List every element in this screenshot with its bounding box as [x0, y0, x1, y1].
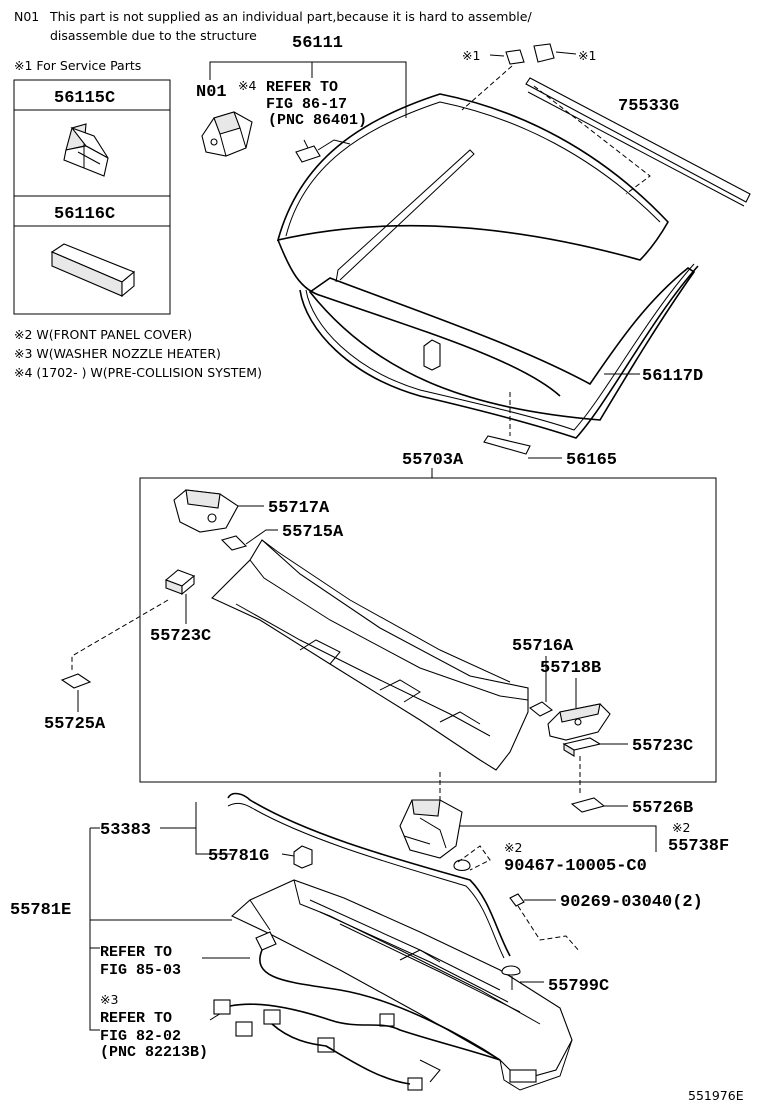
label-53383[interactable]: 53383 [100, 821, 151, 840]
ref-pnc-82213b: (PNC 82213B) [100, 1044, 208, 1061]
ref-label-3: REFER TO [100, 1010, 172, 1027]
windshield-outline-drawing [308, 149, 696, 421]
clip-55715a-drawing [220, 535, 248, 551]
clip-55799c-drawing [501, 965, 521, 976]
mark-note1-right: ※1 [578, 48, 596, 63]
bracket-n01-drawing [201, 111, 253, 157]
label-n01[interactable]: N01 [196, 83, 227, 102]
mark-note3: ※3 [100, 992, 118, 1007]
clip-55716a-drawing [528, 701, 554, 717]
label-55723c-right[interactable]: 55723C [632, 737, 693, 756]
pcs-sensor-drawing [295, 139, 351, 163]
wire-harness-drawing [209, 999, 501, 1091]
label-75533g[interactable]: 75533G [618, 97, 679, 116]
mark-note1-left: ※1 [462, 48, 480, 63]
pad-56116c-drawing [50, 243, 136, 298]
windshield-glass-drawing [276, 93, 669, 397]
bracket-55717a-drawing [173, 489, 239, 533]
service-parts-box: 56115C 56116C [13, 79, 171, 315]
label-55718b[interactable]: 55718B [540, 659, 601, 678]
label-55723c-left[interactable]: 55723C [150, 627, 211, 646]
ref-fig-85-03[interactable]: FIG 85-03 [100, 962, 181, 979]
label-90467-10005-c0[interactable]: 90467-10005-C0 [504, 857, 647, 876]
clip-90467-drawing [453, 859, 471, 872]
label-55717a[interactable]: 55717A [268, 499, 330, 518]
label-56165[interactable]: 56165 [566, 451, 617, 470]
label-55781e[interactable]: 55781E [10, 901, 71, 920]
clip-56115c-drawing [63, 123, 109, 177]
note-n01-line1: This part is not supplied as an individu… [49, 9, 532, 24]
note-service-parts: ※1 For Service Parts [14, 58, 141, 73]
note-4: ※4 (1702- ) W(PRE-COLLISION SYSTEM) [14, 365, 262, 380]
molding-56117d-drawing [299, 263, 699, 439]
cowl-louver-55781e-drawing [231, 879, 573, 1091]
mark-note2-left: ※2 [504, 840, 522, 855]
pad-55723c-right-drawing [562, 737, 602, 757]
diagram-id: 551976E [688, 1088, 744, 1103]
service-part-56116c[interactable]: 56116C [54, 205, 115, 224]
service-part-56115c[interactable]: 56115C [54, 89, 115, 108]
bracket-55718b-drawing [547, 703, 611, 741]
screw-90269-drawing [509, 893, 525, 907]
ref-pnc-86401: (PNC 86401) [268, 112, 367, 129]
ref-fig-86-17[interactable]: FIG 86-17 [266, 96, 347, 113]
label-90269-03040[interactable]: 90269-03040(2) [560, 893, 703, 912]
note-n01-code: N01 [14, 9, 39, 24]
stripe-75533g-drawing [525, 77, 751, 207]
washer-hose-drawing [202, 931, 501, 1061]
label-56111[interactable]: 56111 [292, 34, 343, 53]
group-box-55703a [139, 477, 717, 783]
mark-note4: ※4 [238, 78, 256, 93]
pad-55723c-left-drawing [164, 569, 196, 596]
bracket-55738f-drawing [399, 799, 463, 859]
label-55725a[interactable]: 55725A [44, 715, 106, 734]
label-55781g[interactable]: 55781G [208, 847, 269, 866]
mark-note2-right: ※2 [672, 820, 690, 835]
pad-55726b-drawing [570, 797, 606, 813]
label-55715a[interactable]: 55715A [282, 523, 344, 542]
seal-53383-drawing [227, 792, 511, 959]
label-55799c[interactable]: 55799C [548, 977, 609, 996]
label-55716a[interactable]: 55716A [512, 637, 574, 656]
note-n01-line2: disassemble due to the structure [50, 28, 257, 43]
clip-top-right-drawing [533, 43, 555, 63]
label-55703a[interactable]: 55703A [402, 451, 464, 470]
ref-fig-82-02[interactable]: FIG 82-02 [100, 1028, 181, 1045]
label-56117d[interactable]: 56117D [642, 367, 703, 386]
label-55738f[interactable]: 55738F [668, 837, 729, 856]
note-2: ※2 W(FRONT PANEL COVER) [14, 327, 192, 342]
note-3: ※3 W(WASHER NOZZLE HEATER) [14, 346, 221, 361]
cover-56165-drawing [483, 435, 531, 455]
pad-55725a-drawing [60, 673, 92, 689]
cowl-panel-55703a-drawing [211, 539, 529, 771]
clip-55781g-drawing [293, 845, 313, 869]
clip-top-left-drawing [505, 49, 525, 65]
ref-label-2: REFER TO [100, 944, 172, 961]
label-55726b[interactable]: 55726B [632, 799, 693, 818]
ref-label-1: REFER TO [266, 79, 338, 96]
